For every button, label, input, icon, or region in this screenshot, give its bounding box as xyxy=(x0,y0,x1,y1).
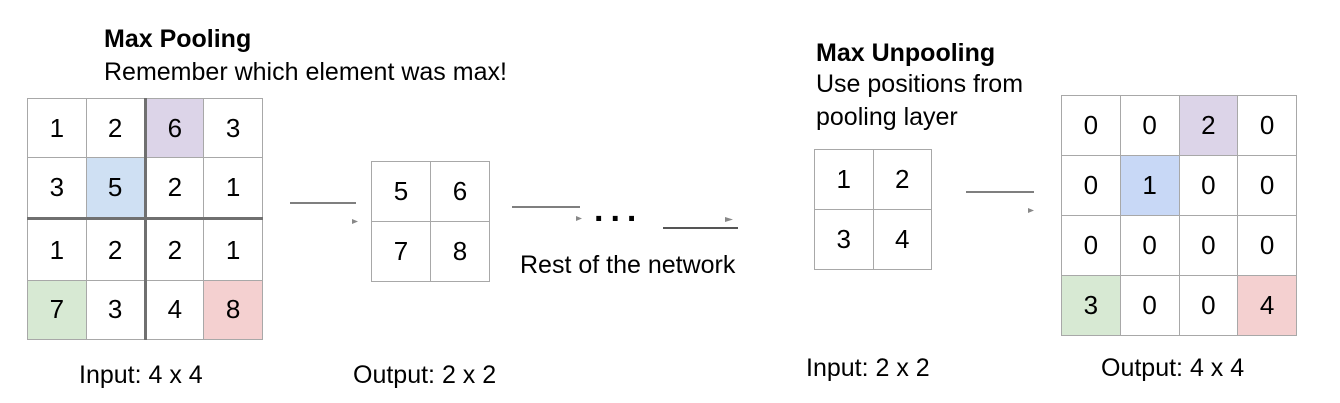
grid-cell: 1 xyxy=(27,97,87,159)
ellipsis-dots: ... xyxy=(594,191,644,229)
grid-cell: 3 xyxy=(203,97,263,159)
grid-cell: 4 xyxy=(872,209,932,270)
unpooling-output-grid: 0 0 2 0 0 1 0 0 0 0 0 0 3 0 0 4 xyxy=(1061,95,1297,336)
grid-cell: 5 xyxy=(371,161,431,222)
grid-cell: 0 xyxy=(1178,215,1239,276)
grid-cell: 0 xyxy=(1237,215,1297,276)
grid-cell: 2 xyxy=(144,157,205,221)
grid-cell-max-red: 8 xyxy=(203,279,263,341)
grid-cell-purple: 2 xyxy=(1178,95,1239,156)
grid-cell: 2 xyxy=(872,149,932,210)
grid-cell: 3 xyxy=(85,279,147,341)
unpooling-output-caption: Output: 4 x 4 xyxy=(1101,354,1245,382)
arrow-icon xyxy=(663,217,738,229)
grid-cell: 0 xyxy=(1178,155,1239,216)
grid-cell-max-purple: 6 xyxy=(144,97,205,159)
pooling-output-grid: 5 6 7 8 xyxy=(371,161,490,282)
arrow-icon xyxy=(290,202,358,224)
grid-cell-max-blue: 5 xyxy=(85,157,147,221)
unpooling-input-caption: Input: 2 x 2 xyxy=(806,354,930,382)
grid-cell-blue: 1 xyxy=(1119,155,1180,216)
grid-cell: 0 xyxy=(1119,95,1180,156)
grid-cell: 2 xyxy=(85,97,147,159)
pooling-output-caption: Output: 2 x 2 xyxy=(353,361,497,389)
unpooling-subtitle-line1: Use positions from xyxy=(816,70,1024,98)
grid-cell: 0 xyxy=(1237,95,1297,156)
grid-cell: 0 xyxy=(1119,275,1180,336)
grid-cell-red: 4 xyxy=(1237,275,1297,336)
grid-cell: 0 xyxy=(1061,155,1121,216)
pooling-title: Max Pooling xyxy=(104,25,252,53)
grid-cell: 0 xyxy=(1178,275,1239,336)
grid-cell-green: 3 xyxy=(1061,275,1121,336)
grid-cell: 6 xyxy=(430,161,490,222)
unpooling-subtitle-line2: pooling layer xyxy=(816,103,958,131)
grid-cell: 0 xyxy=(1061,215,1121,276)
grid-cell: 0 xyxy=(1061,95,1121,156)
grid-cell: 2 xyxy=(144,218,205,281)
grid-cell: 1 xyxy=(814,149,874,210)
grid-cell: 1 xyxy=(203,157,263,221)
grid-cell: 2 xyxy=(85,218,147,281)
network-label: Rest of the network xyxy=(520,251,736,279)
unpooling-input-grid: 1 2 3 4 xyxy=(814,149,932,270)
pooling-subtitle: Remember which element was max! xyxy=(104,58,507,86)
grid-cell: 1 xyxy=(203,218,263,281)
pooling-input-caption: Input: 4 x 4 xyxy=(79,361,203,389)
grid-cell: 7 xyxy=(371,221,431,282)
grid-cell: 1 xyxy=(27,218,87,281)
arrow-icon xyxy=(966,191,1034,213)
grid-cell: 4 xyxy=(144,279,205,341)
grid-cell: 0 xyxy=(1237,155,1297,216)
unpooling-title: Max Unpooling xyxy=(816,39,996,67)
pooling-input-grid: 1 2 6 3 3 5 2 1 1 2 2 1 7 3 4 8 xyxy=(27,97,263,341)
grid-cell: 0 xyxy=(1119,215,1180,276)
grid-cell: 3 xyxy=(27,157,87,221)
grid-cell-max-green: 7 xyxy=(27,279,87,341)
arrow-icon xyxy=(512,206,582,221)
grid-cell: 8 xyxy=(430,221,490,282)
grid-cell: 3 xyxy=(814,209,874,270)
